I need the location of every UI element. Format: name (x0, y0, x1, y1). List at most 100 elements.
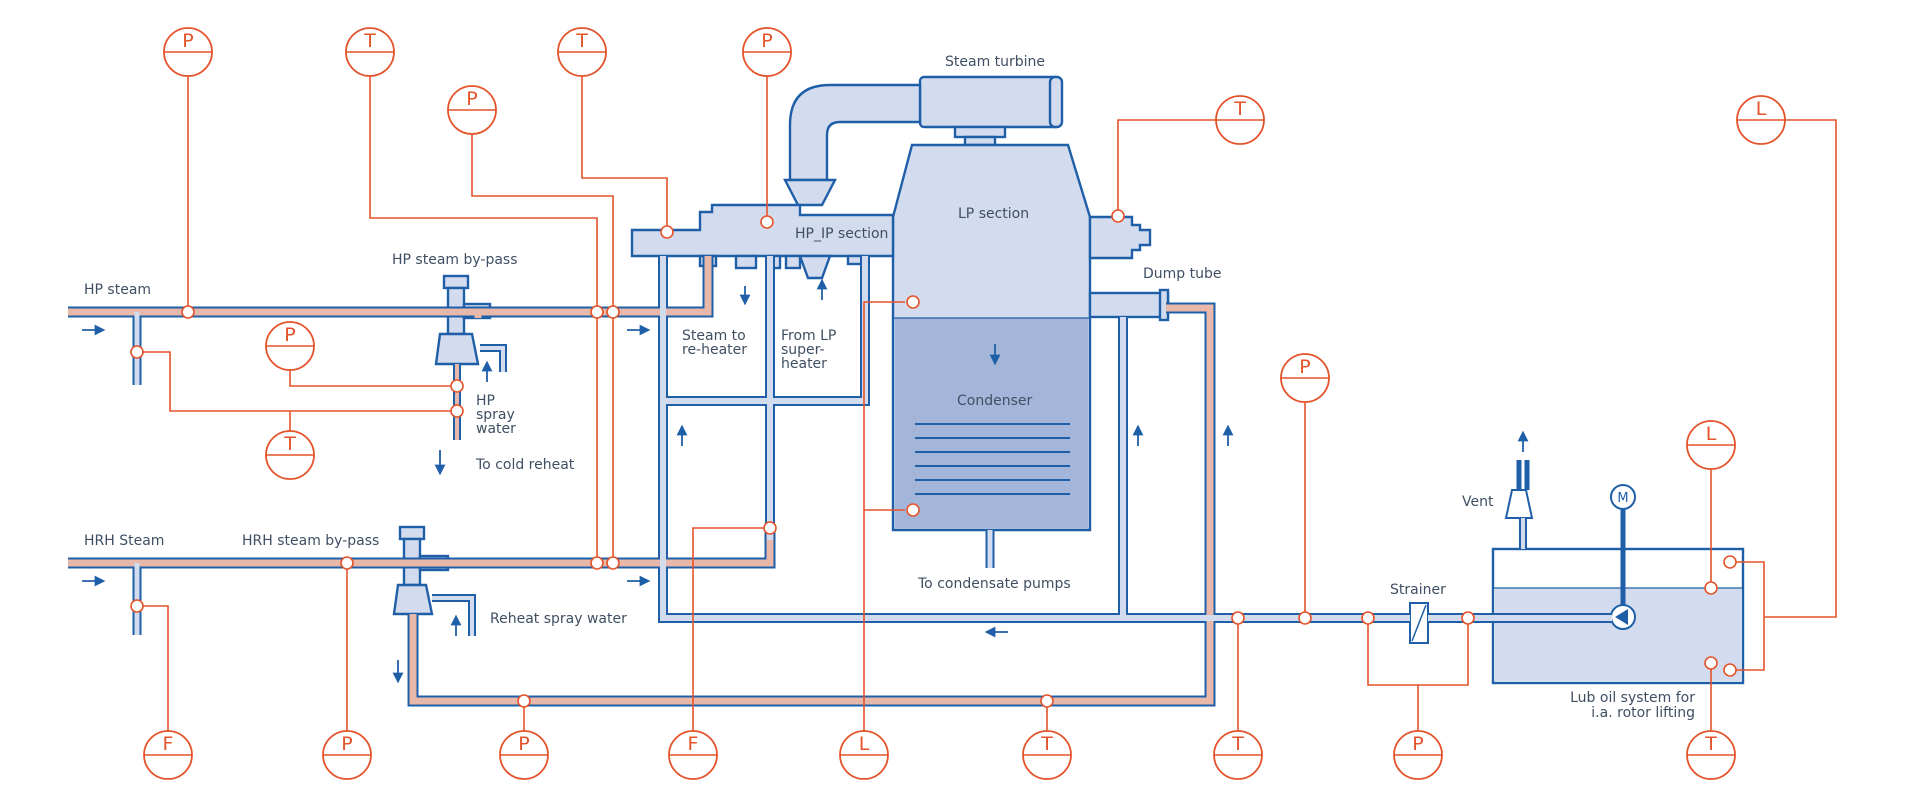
tap-top-p2-0 (606, 305, 620, 319)
instrument-letter: T (283, 433, 296, 455)
instrument-oil-p[interactable]: P (1280, 353, 1330, 403)
tap-top-t1-0 (590, 305, 604, 319)
tap-bot-l-0 (906, 295, 920, 309)
instrument-letter: P (182, 30, 193, 52)
flow-arrows (82, 278, 1529, 684)
instrument-letter: T (1231, 733, 1244, 755)
instrument-letter: T (363, 30, 376, 52)
instrument-letter: P (341, 733, 352, 755)
instrument-letter: P (1299, 356, 1310, 378)
instrument-letter: L (1756, 98, 1767, 120)
instrument-letter: T (1233, 98, 1246, 120)
pipe-hp-steam (68, 256, 714, 318)
signal-top-t2 (581, 72, 668, 232)
instrument-bot-l[interactable]: L (839, 730, 889, 780)
tap-mid-p-0 (450, 379, 464, 393)
instrument-tank-l[interactable]: L (1686, 420, 1736, 470)
instrument-bot-t2[interactable]: T (1213, 730, 1263, 780)
tap-top-p2-1 (606, 556, 620, 570)
tap-bot-l-1 (906, 503, 920, 517)
label-dump-tube: Dump tube (1143, 266, 1222, 282)
label-strainer: Strainer (1390, 582, 1446, 598)
label-hp-spray-water-3: water (476, 421, 516, 437)
instrument-letter: F (688, 733, 699, 755)
signal-mid-p (289, 366, 457, 387)
instrument-top-l1[interactable]: L (1736, 95, 1786, 145)
instrument-bot-p1[interactable]: P (322, 730, 372, 780)
label-hrh-steam: HRH Steam (84, 533, 164, 549)
signal-bot-f2 (692, 527, 770, 735)
tap-bot-p3-0 (1361, 611, 1375, 625)
instrument-bot-f1[interactable]: F (143, 730, 193, 780)
strainer-element (1411, 604, 1427, 642)
instrument-letter: L (859, 733, 870, 755)
signal-top-t1 (369, 72, 598, 563)
tap-bot-t2-0 (1231, 611, 1245, 625)
label-steam-to-reheater-1: Steam to (682, 328, 746, 344)
label-condenser: Condenser (957, 393, 1032, 409)
instrument-top-p1[interactable]: P (163, 27, 213, 77)
signal-mid-t (137, 351, 457, 435)
tap-mid-t-1 (130, 345, 144, 359)
instrument-bot-t3[interactable]: T (1686, 730, 1736, 780)
instrument-letter: T (1704, 733, 1717, 755)
instrument-letter: L (1706, 423, 1717, 445)
tap-bot-p1-0 (340, 556, 354, 570)
instrument-mid-t[interactable]: T (265, 430, 315, 480)
tap-bot-f1-0 (130, 599, 144, 613)
tap-tank-level-1 (1723, 663, 1737, 677)
label-from-lp-superheater-1: From LP (781, 328, 836, 344)
instrument-letter: P (1412, 733, 1423, 755)
condenser-tube-bundle (915, 423, 1070, 495)
pipe-hp-spray-in (480, 344, 507, 372)
pipe-fills (68, 256, 1612, 705)
instrument-letter: T (575, 30, 588, 52)
pipe-reheat-spray-in-fill (432, 596, 474, 636)
signal-bot-l (863, 301, 905, 735)
instrument-mid-p[interactable]: P (265, 321, 315, 371)
instrument-top-t2[interactable]: T (557, 27, 607, 77)
tap-top-t3-0 (1111, 209, 1125, 223)
tap-top-p1-0 (181, 305, 195, 319)
instrument-letter: T (1040, 733, 1053, 755)
label-vent: Vent (1462, 494, 1494, 510)
pipe-reheater-inner-fill (663, 256, 868, 404)
signal-bot-p3 (1367, 618, 1469, 735)
instrument-top-t3[interactable]: T (1215, 95, 1265, 145)
pipe-reheat-spray-in (432, 594, 476, 636)
equipment (392, 75, 1745, 685)
hrh-bypass-valve-cap (398, 525, 426, 541)
instrument-bot-p2[interactable]: P (499, 730, 549, 780)
crossover-funnel (783, 178, 837, 207)
label-steam-to-reheater-2: re-heater (682, 342, 747, 358)
instrument-signal-lines (137, 72, 1837, 735)
instrument-letter: P (761, 30, 772, 52)
label-lub-oil-2: i.a. rotor lifting (1591, 705, 1695, 721)
label-reheat-spray-water: Reheat spray water (490, 611, 627, 627)
label-hp-steam: HP steam (84, 282, 151, 298)
label-motor: M (1617, 491, 1628, 506)
instrument-bot-t1[interactable]: T (1022, 730, 1072, 780)
label-lub-oil-1: Lub oil system for (1570, 690, 1695, 706)
signal-bot-f1 (137, 605, 169, 735)
hp-bypass-valve-body (434, 332, 480, 366)
label-hp-spray-water-2: spray (476, 407, 515, 423)
lub-oil-tank-fill (1495, 588, 1741, 681)
label-hp-bypass: HP steam by-pass (392, 252, 518, 268)
tap-bot-t3-0 (1704, 656, 1718, 670)
instrument-top-t1[interactable]: T (345, 27, 395, 77)
lp-right-flange (1088, 215, 1152, 260)
tap-tank-level-0 (1723, 555, 1737, 569)
tap-top-t2-0 (660, 225, 674, 239)
instrument-top-p2[interactable]: P (447, 85, 497, 135)
instrument-bot-p3[interactable]: P (1393, 730, 1443, 780)
tap-bot-t1-0 (1040, 694, 1054, 708)
tap-bot-p2-0 (517, 694, 531, 708)
pipe-hp-steam-fill (68, 256, 712, 316)
pipe-reheater-left-fill (660, 256, 1123, 621)
pipe-outlines (68, 256, 1626, 707)
instrument-bot-f2[interactable]: F (668, 730, 718, 780)
label-to-condensate-pumps: To condensate pumps (917, 576, 1071, 592)
instrument-top-p3[interactable]: P (742, 27, 792, 77)
